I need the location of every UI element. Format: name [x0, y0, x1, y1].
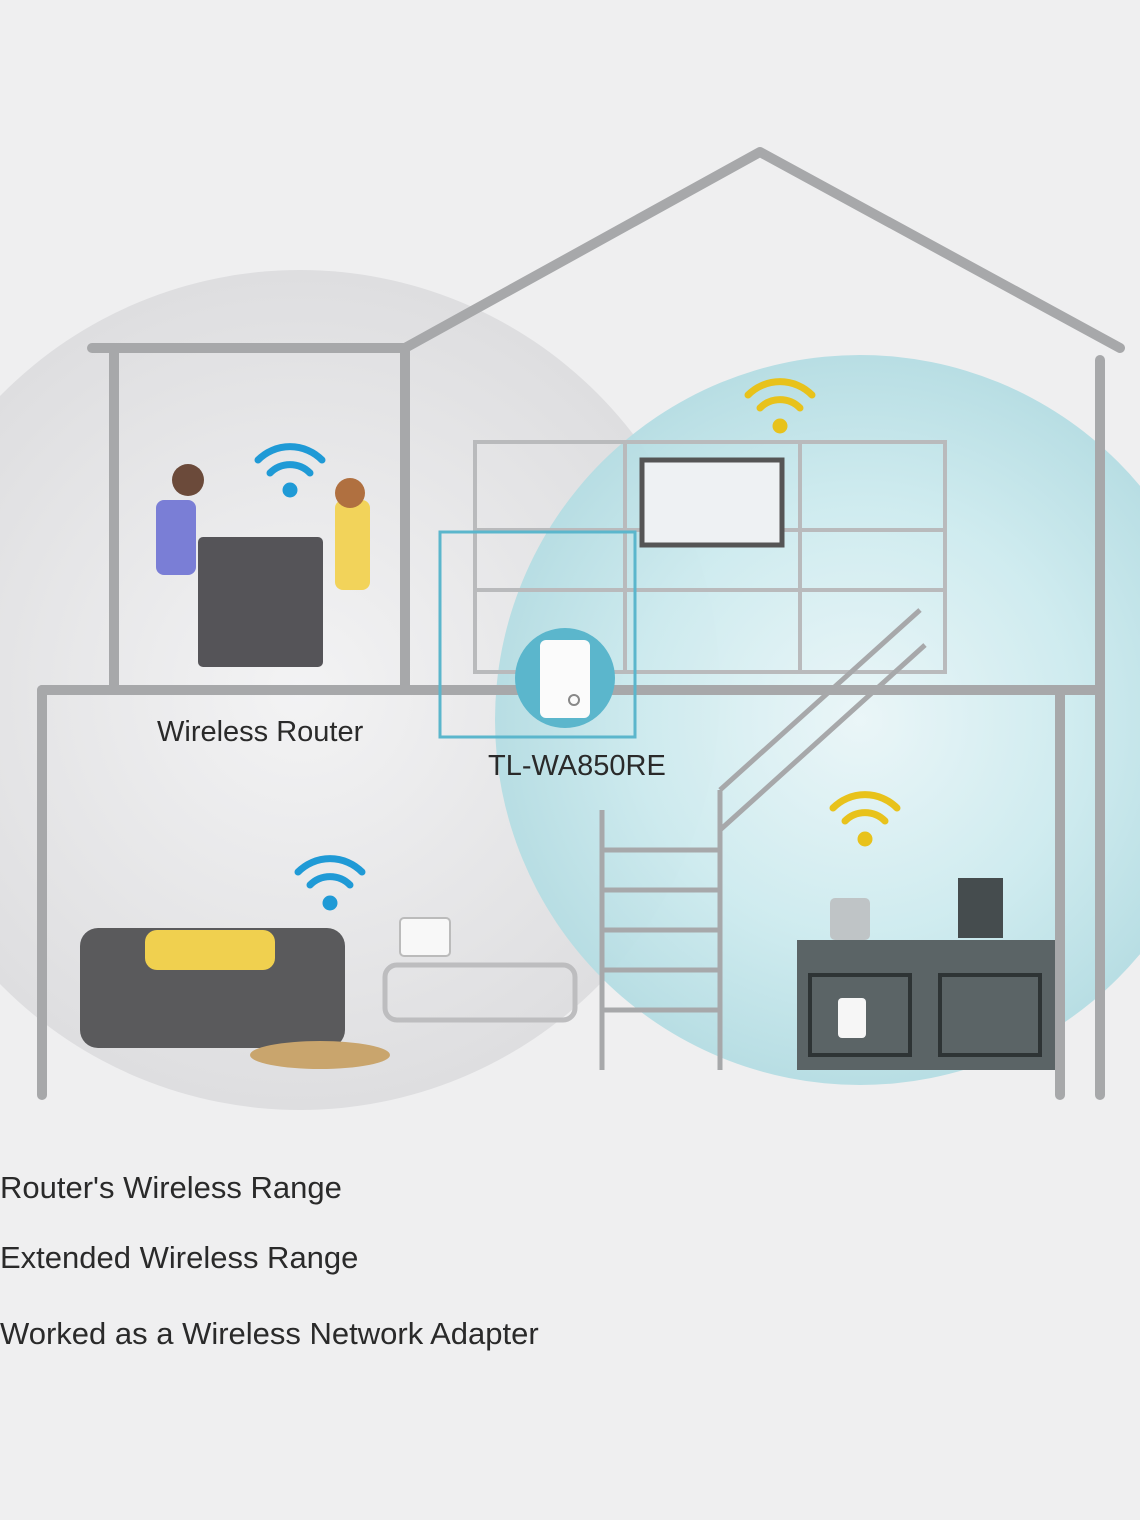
wireless-router-label: Wireless Router	[157, 716, 364, 748]
house-outline	[37, 147, 1125, 1100]
living-room-scene	[80, 917, 578, 1069]
wifi-icon-yellow	[829, 791, 901, 847]
office-scene	[156, 464, 370, 667]
kitchen-scene	[797, 878, 1055, 1070]
wifi-icon-blue	[254, 443, 326, 498]
stairs	[599, 608, 927, 1070]
upper-right-shelves	[473, 440, 947, 674]
extender-callout-box	[438, 530, 637, 739]
legend-network-adapter: Worked as a Wireless Network Adapter	[0, 1316, 539, 1351]
router-device-icon	[399, 917, 451, 957]
wifi-icon-yellow	[744, 378, 816, 434]
range-extender-icon	[515, 628, 615, 728]
wifi-icon-blue	[294, 855, 366, 911]
extender-model-label: TL-WA850RE	[488, 750, 666, 782]
legend-extended-range: Extended Wireless Range	[0, 1240, 359, 1275]
legend-router-range: Router's Wireless Range	[0, 1170, 342, 1205]
